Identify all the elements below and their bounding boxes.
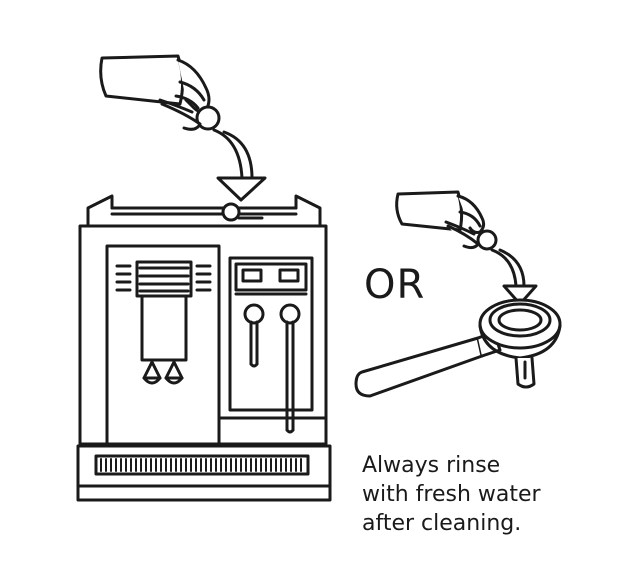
or-separator: OR [364, 262, 426, 308]
portafilter-icon [354, 298, 562, 398]
drip-tray-grill [100, 458, 302, 472]
hand-holding-tablet-icon [395, 190, 498, 251]
hand-holding-tablet-icon [99, 54, 221, 131]
down-arrow-icon [490, 248, 538, 306]
espresso-machine-icon [76, 194, 332, 502]
down-arrow-icon [212, 128, 267, 202]
caption-line-1: Always rinse [362, 453, 501, 478]
caption: Always rinse with fresh water after clea… [362, 451, 622, 538]
caption-line-2: with fresh water [362, 482, 541, 507]
caption-line-3: after cleaning. [362, 511, 522, 536]
